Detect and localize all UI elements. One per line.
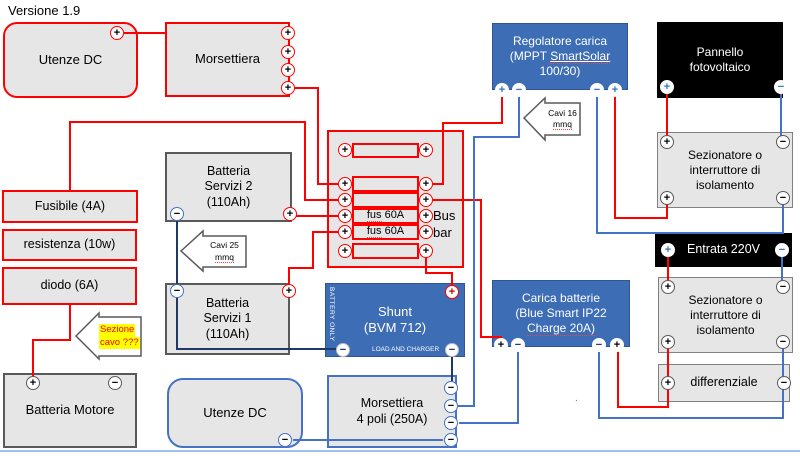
text-line: Entrata 220V xyxy=(687,242,760,257)
entrata-220v-terminal-minus-1: − xyxy=(775,243,789,257)
text-line: fotovoltaico xyxy=(689,60,751,74)
text-segment: fus xyxy=(366,209,382,223)
text-line: Morsettiera xyxy=(360,395,424,410)
version-label: Versione 1.9 xyxy=(8,3,81,18)
text-segment: (MPPT xyxy=(509,49,551,63)
text-segment: mmq xyxy=(553,119,572,130)
text-line: resistenza (10w) xyxy=(23,237,116,252)
morsettiera-top-terminal-plus-1: + xyxy=(281,45,295,59)
text-line: Pannello xyxy=(696,45,744,59)
busbar-fuse-1: fus 60A xyxy=(352,208,419,224)
busbar-bar-6 xyxy=(352,243,419,259)
text-line: Morsettiera xyxy=(194,51,261,67)
morsettiera-4-poli-terminal-minus-0: − xyxy=(444,381,458,395)
morsettiera-4-poli-terminal-minus-1: − xyxy=(444,399,458,413)
busbar-bar-6-terminal-plus-1: + xyxy=(419,244,433,258)
batteria-servizi-2-terminal-plus-1: + xyxy=(283,207,297,221)
text-line: Regolatore carica xyxy=(512,34,608,48)
text-line: (BVM 712) xyxy=(363,320,427,335)
text-line: Shunt xyxy=(378,303,412,319)
busbar-fuse-2-terminal-plus-0: + xyxy=(338,225,352,239)
shunt-terminal-minus-1: − xyxy=(336,343,350,357)
morsettiera-4-poli-terminal-minus-3: − xyxy=(444,433,458,447)
text-line: Carica batterie xyxy=(521,291,601,305)
busbar-bar-1-terminal-plus-1: + xyxy=(419,143,433,157)
batteria-motore-terminal-minus-1: − xyxy=(108,376,122,390)
busbar-bar-6-terminal-plus-0: + xyxy=(338,244,352,258)
diodo: diodo (6A) xyxy=(2,267,137,305)
shunt-battery-only: BATTERY ONLY xyxy=(328,287,336,342)
text-line: isolamento xyxy=(696,322,755,337)
morsettiera-top-terminal-plus-3: + xyxy=(281,81,295,95)
stray-dot: . xyxy=(575,393,578,404)
entrata-220v: Entrata 220V xyxy=(655,233,792,267)
morsettiera-top-terminal-plus-0: + xyxy=(281,26,295,40)
text-segment: SmartSolar xyxy=(550,49,611,64)
busbar-fuse-2: fus 60A xyxy=(352,224,419,240)
busbar-fuse-2-terminal-plus-1: + xyxy=(419,225,433,239)
utenze-dc-top-terminal-plus-0: + xyxy=(110,26,124,40)
shunt-load-and-charger: LOAD AND CHARGER xyxy=(372,346,440,353)
busbar-fuse-1-terminal-plus-1: + xyxy=(419,209,433,223)
text-segment: fus xyxy=(366,225,382,239)
busbar-bar-1-terminal-plus-0: + xyxy=(338,143,352,157)
text-segment: Charge 20A) xyxy=(526,321,596,336)
morsettiera-top: Morsettiera xyxy=(165,22,290,97)
text-line: Utenze DC xyxy=(38,51,103,67)
busbar-bar-2 xyxy=(352,176,419,192)
bottom-divider-line xyxy=(0,450,800,452)
busbar-bar-2-terminal-plus-0: + xyxy=(338,177,352,191)
busbar-bar-3 xyxy=(352,192,419,208)
sezionatore-220v-terminal-minus-1: − xyxy=(776,280,790,294)
utenze-dc-bottom-terminal-minus-0: − xyxy=(278,433,292,447)
text-line: cavo ??? xyxy=(99,336,140,350)
text-line: Fusibile (4A) xyxy=(34,198,106,213)
text-line: interruttore di xyxy=(690,307,761,322)
text-segment: 60A xyxy=(381,209,405,222)
text-line: Utenze DC xyxy=(203,404,267,420)
text-line: mmq xyxy=(553,119,572,130)
text-line: (Blue Smart IP22 xyxy=(515,306,607,320)
busbar-bar-2-terminal-plus-1: + xyxy=(419,177,433,191)
morsettiera-4-poli-terminal-minus-2: − xyxy=(444,416,458,430)
morsettiera-top-terminal-plus-2: + xyxy=(281,63,295,77)
text-line: fus 60A xyxy=(366,209,405,223)
text-line: 100/30) xyxy=(539,64,581,78)
text-line: Cavi 25 xyxy=(210,240,239,251)
busbar-bar-3-terminal-plus-0: + xyxy=(338,193,352,207)
busbar-bar-3-terminal-plus-1: + xyxy=(419,193,433,207)
busbar-label-line2: bar xyxy=(433,225,452,240)
text-line: mmq xyxy=(215,251,234,263)
text-line: Cavi 16 xyxy=(548,107,577,118)
text-line: (MPPT SmartSolar xyxy=(509,49,611,64)
text-segment: 60A xyxy=(381,225,405,238)
busbar-label-line1: Bus xyxy=(433,208,456,223)
text-line: Sezionatore o xyxy=(688,292,763,307)
text-line: Batteria Motore xyxy=(25,402,115,418)
batteria-servizi-2-terminal-minus-0: − xyxy=(170,207,184,221)
text-line: fus 60A xyxy=(366,225,405,239)
text-line: diodo (6A) xyxy=(40,278,99,293)
text-segment: mmq xyxy=(215,251,234,263)
busbar-bar-1 xyxy=(352,143,419,158)
text-line: Sezione xyxy=(99,323,136,337)
regolatore-carica-terminal-minus-2: − xyxy=(590,83,604,97)
busbar-fuse-1-terminal-plus-0: + xyxy=(338,209,352,223)
text-line: Charge 20A) xyxy=(526,321,596,336)
text-line: 4 poli (250A) xyxy=(356,411,428,426)
resistenza: resistenza (10w) xyxy=(2,229,137,261)
